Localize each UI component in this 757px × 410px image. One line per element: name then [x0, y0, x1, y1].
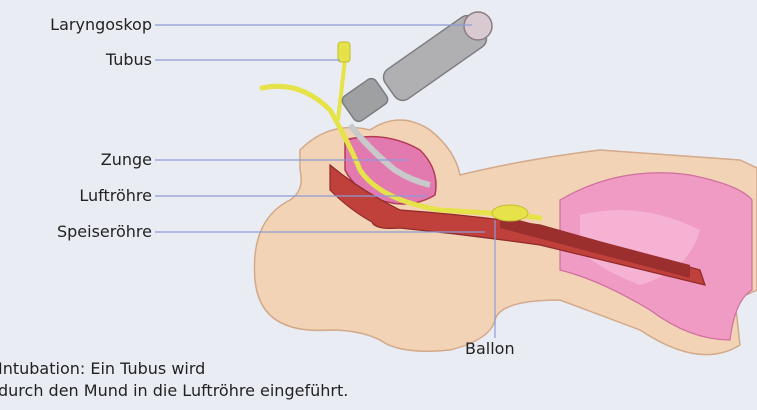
- caption-line-2: durch den Mund in die Luftröhre eingefüh…: [0, 380, 348, 402]
- label-ballon: Ballon: [465, 340, 515, 358]
- label-speiseroehre: Speiseröhre: [57, 223, 152, 241]
- caption-line-1: Intubation: Ein Tubus wird: [0, 358, 348, 380]
- label-luftroehre: Luftröhre: [79, 187, 152, 205]
- label-zunge: Zunge: [101, 151, 152, 169]
- label-laryngoskop: Laryngoskop: [50, 16, 152, 34]
- balloon-shape: [492, 205, 528, 221]
- caption: Intubation: Ein Tubus wird durch den Mun…: [0, 358, 348, 402]
- label-tubus: Tubus: [106, 51, 152, 69]
